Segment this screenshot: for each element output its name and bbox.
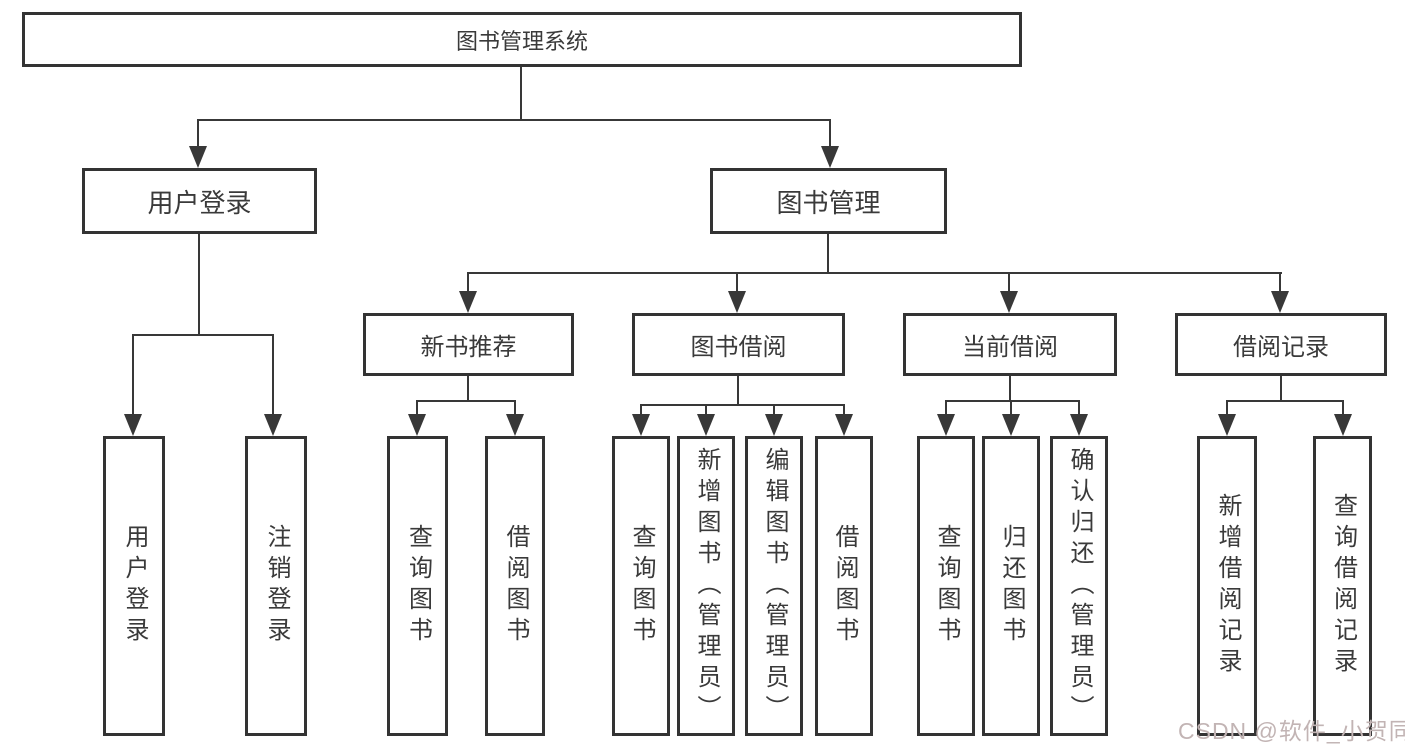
connector-drop-book-mgmt: [829, 119, 831, 150]
connector-drop-user-login: [197, 119, 199, 150]
leaf-bb-edit-books-admin-label: 编辑图书（管理员）: [761, 446, 788, 726]
connector-root-hline: [197, 119, 831, 121]
leaf-br-query-record: 查询借阅记录: [1313, 436, 1372, 736]
arrowhead-nb-query: [408, 414, 426, 436]
connector-userlogin-hline: [132, 334, 274, 336]
connector-drop-bb-borrow: [843, 404, 845, 414]
connector-drop-bb-add: [705, 404, 707, 414]
arrowhead-cb-query: [937, 414, 955, 436]
leaf-bb-add-books-admin: 新增图书（管理员）: [677, 436, 735, 736]
connector-bookmgmt-hline: [467, 272, 1282, 274]
arrowhead-nb-borrow: [506, 414, 524, 436]
connector-bookmgmt-stem: [827, 234, 829, 274]
node-book-borrowing: 图书借阅: [632, 313, 845, 376]
connector-drop-nb-query: [416, 400, 418, 414]
leaf-br-query-record-label: 查询借阅记录: [1329, 493, 1357, 679]
connector-drop-nb-borrow: [514, 400, 516, 414]
connector-newbooks-hline: [416, 400, 516, 402]
leaf-bb-borrow-books: 借阅图书: [815, 436, 873, 736]
leaf-cb-return-books-label: 归还图书: [998, 524, 1025, 648]
arrowhead-bb-edit: [765, 414, 783, 436]
leaf-cb-confirm-return-admin: 确认归还（管理员）: [1050, 436, 1108, 736]
connector-drop-bb-query: [640, 404, 642, 414]
connector-drop-logout-leaf: [272, 334, 274, 414]
arrowhead-book-borrow: [728, 291, 746, 313]
leaf-bb-query-books: 查询图书: [612, 436, 670, 736]
arrowhead-borrow-records: [1271, 291, 1289, 313]
leaf-user-login-label: 用户登录: [121, 524, 148, 648]
connector-borrowing-hline: [640, 404, 845, 406]
connector-drop-br-query: [1342, 400, 1344, 414]
leaf-nb-borrow-books: 借阅图书: [485, 436, 545, 736]
connector-drop-current-borrow: [1008, 272, 1010, 292]
leaf-cb-confirm-return-admin-label: 确认归还（管理员）: [1066, 446, 1093, 726]
connector-root-stem: [520, 67, 522, 121]
connector-current-hline: [945, 400, 1080, 402]
connector-current-stem: [1009, 376, 1011, 402]
leaf-cb-query-books: 查询图书: [917, 436, 975, 736]
connector-drop-login-leaf: [132, 334, 134, 414]
node-user-login: 用户登录: [82, 168, 317, 234]
connector-drop-br-add: [1226, 400, 1228, 414]
arrowhead-br-add: [1218, 414, 1236, 436]
leaf-br-add-record-label: 新增借阅记录: [1214, 493, 1241, 679]
arrowhead-book-mgmt: [821, 146, 839, 168]
connector-drop-cb-return: [1010, 400, 1012, 414]
leaf-cb-query-books-label: 查询图书: [933, 524, 960, 648]
connector-drop-cb-confirm: [1078, 400, 1080, 414]
node-root-library-system: 图书管理系统: [22, 12, 1022, 67]
arrowhead-bb-add: [697, 414, 715, 436]
node-new-book-recommend: 新书推荐: [363, 313, 574, 376]
arrowhead-user-login: [189, 146, 207, 168]
connector-drop-book-borrow: [736, 272, 738, 292]
arrowhead-bb-borrow: [835, 414, 853, 436]
leaf-bb-query-books-label: 查询图书: [628, 524, 655, 648]
connector-drop-new-books: [467, 272, 469, 292]
leaf-user-login: 用户登录: [103, 436, 165, 736]
leaf-br-add-record: 新增借阅记录: [1197, 436, 1257, 736]
connector-newbooks-stem: [467, 376, 469, 402]
leaf-nb-borrow-books-label: 借阅图书: [502, 524, 529, 648]
node-borrowing-records: 借阅记录: [1175, 313, 1387, 376]
connector-records-hline: [1226, 400, 1344, 402]
leaf-cb-return-books: 归还图书: [982, 436, 1040, 736]
arrowhead-cb-confirm: [1070, 414, 1088, 436]
csdn-watermark: CSDN @软件_小贺同学: [1178, 718, 1405, 744]
node-book-management: 图书管理: [710, 168, 947, 234]
leaf-nb-query-books: 查询图书: [387, 436, 448, 736]
arrowhead-cb-return: [1002, 414, 1020, 436]
leaf-logout: 注销登录: [245, 436, 307, 736]
connector-userlogin-stem: [198, 234, 200, 336]
arrowhead-logout-leaf: [264, 414, 282, 436]
leaf-bb-add-books-admin-label: 新增图书（管理员）: [693, 446, 720, 726]
arrowhead-current-borrow: [1000, 291, 1018, 313]
node-current-borrowing: 当前借阅: [903, 313, 1117, 376]
leaf-bb-borrow-books-label: 借阅图书: [831, 524, 858, 648]
connector-borrowing-stem: [737, 376, 739, 406]
leaf-bb-edit-books-admin: 编辑图书（管理员）: [745, 436, 803, 736]
connector-records-stem: [1280, 376, 1282, 402]
arrowhead-bb-query: [632, 414, 650, 436]
connector-drop-bb-edit: [773, 404, 775, 414]
connector-drop-borrow-records: [1279, 272, 1281, 292]
connector-drop-cb-query: [945, 400, 947, 414]
leaf-logout-label: 注销登录: [263, 524, 290, 648]
leaf-nb-query-books-label: 查询图书: [404, 524, 432, 648]
arrowhead-new-books: [459, 291, 477, 313]
arrowhead-login-leaf: [124, 414, 142, 436]
arrowhead-br-query: [1334, 414, 1352, 436]
